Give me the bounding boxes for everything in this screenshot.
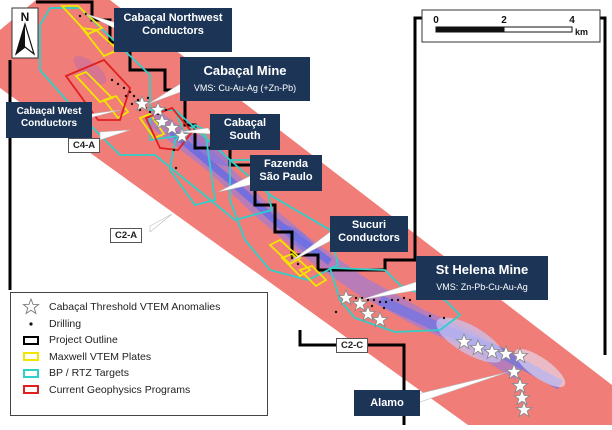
legend-label: BP / RTZ Targets [49, 367, 129, 380]
target-label-c4a[interactable]: C4-A [68, 138, 101, 153]
geophysics-programs-swatch [19, 385, 43, 395]
north-arrow [11, 7, 39, 59]
target-label-c2a[interactable]: C2-A [110, 228, 143, 243]
vtem-anomaly-stars [133, 94, 533, 418]
legend-item-bp-rtz-targets: BP / RTZ Targets [19, 365, 259, 382]
maxwell-vtem-plates [59, 5, 328, 288]
legend-label: Maxwell VTEM Plates [49, 350, 152, 363]
legend-item-geophysics-programs: Current Geophysics Programs [19, 382, 259, 399]
callout-cabacal-mine-title: Cabaçal Mine [203, 63, 287, 78]
scale-bar [421, 9, 601, 43]
legend-label: Cabaçal Threshold VTEM Anomalies [49, 301, 221, 314]
callout-cabacal-south[interactable]: Cabaçal South [210, 114, 280, 150]
north-arrow-label: N [21, 10, 30, 24]
callout-cabacal-west[interactable]: Cabaçal West Conductors [6, 102, 92, 138]
legend-item-project-outline: Project Outline [19, 332, 259, 349]
legend-label: Current Geophysics Programs [49, 383, 191, 396]
callout-alamo-label: Alamo [370, 397, 404, 409]
callout-fazenda-label: Fazenda São Paulo [259, 158, 313, 183]
callout-cabacal-south-label: Cabaçal South [223, 117, 267, 142]
legend-item-maxwell-plates: Maxwell VTEM Plates [19, 349, 259, 366]
legend-item-drilling: Drilling [19, 316, 259, 333]
callout-pointers [59, 13, 509, 403]
maxwell-plates-swatch [19, 352, 43, 362]
bp-rtz-swatch [19, 368, 43, 378]
legend: Cabaçal Threshold VTEM Anomalies Drillin… [10, 292, 268, 416]
callout-st-helena-title: St Helena Mine [435, 262, 529, 277]
callout-sucuri[interactable]: Sucuri Conductors [330, 216, 408, 252]
scale-tick-2: 2 [501, 15, 507, 26]
dot-icon [19, 319, 43, 329]
scale-tick-4: 4 [569, 15, 575, 26]
callout-cabacal-west-label: Cabaçal West Conductors [16, 106, 82, 129]
legend-item-vtem-anomalies: Cabaçal Threshold VTEM Anomalies [19, 298, 259, 316]
scale-tick-0: 0 [433, 15, 439, 26]
callout-fazenda[interactable]: Fazenda São Paulo [250, 155, 322, 191]
callout-sucuri-label: Sucuri Conductors [338, 219, 400, 244]
legend-label: Project Outline [49, 334, 118, 347]
callout-alamo[interactable]: Alamo [354, 390, 420, 416]
star-icon [19, 298, 43, 316]
target-label-c2c[interactable]: C2-C [336, 338, 369, 353]
callout-cabacal-mine[interactable]: Cabaçal Mine VMS: Cu-Au-Ag (+Zn-Pb) [180, 57, 310, 101]
callout-st-helena[interactable]: St Helena Mine VMS: Zn-Pb-Cu-Au-Ag [416, 256, 548, 300]
callout-st-helena-subtitle: VMS: Zn-Pb-Cu-Au-Ag [436, 282, 528, 293]
project-outline-swatch [19, 335, 43, 345]
callout-cabacal-mine-subtitle: VMS: Cu-Au-Ag (+Zn-Pb) [193, 83, 297, 94]
callout-cabacal-northwest[interactable]: Cabaçal Northwest Conductors [114, 8, 232, 52]
legend-label: Drilling [49, 317, 82, 330]
callout-cabacal-northwest-label: Cabaçal Northwest Conductors [123, 12, 223, 37]
scale-unit: km [575, 27, 588, 37]
